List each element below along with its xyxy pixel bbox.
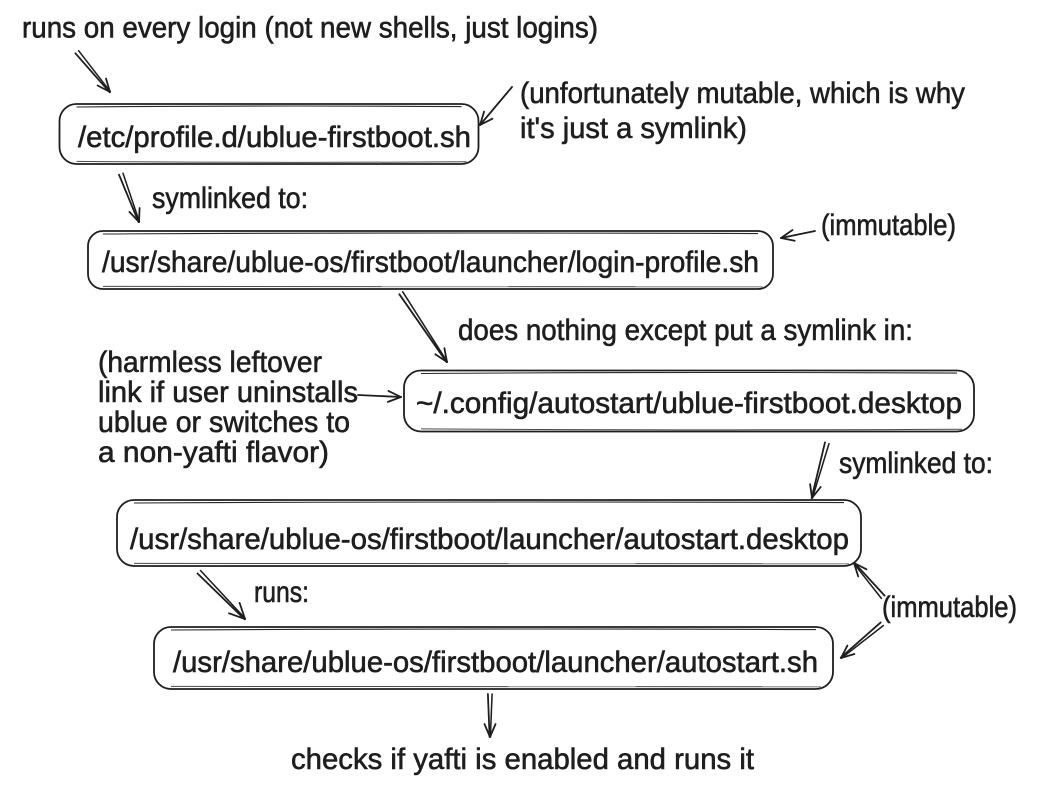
svg-text:does nothing except put a syml: does nothing except put a symlink in: <box>458 314 913 347</box>
svg-text:symlinked to:: symlinked to: <box>152 182 308 215</box>
svg-text:ublue or switches to: ublue or switches to <box>98 406 350 439</box>
svg-text:/usr/share/ublue-os/firstboot/: /usr/share/ublue-os/firstboot/launcher/a… <box>130 523 849 556</box>
svg-text:/usr/share/ublue-os/firstboot/: /usr/share/ublue-os/firstboot/launcher/l… <box>102 246 759 279</box>
svg-text:symlinked to:: symlinked to: <box>839 447 993 480</box>
svg-text:/usr/share/ublue-os/firstboot/: /usr/share/ublue-os/firstboot/launcher/a… <box>173 646 818 679</box>
svg-text:(unfortunately mutable, which: (unfortunately mutable, which is why <box>520 77 965 110</box>
svg-text:it's just a symlink): it's just a symlink) <box>520 112 747 145</box>
svg-text:a non-yafti flavor): a non-yafti flavor) <box>98 436 329 469</box>
svg-text:/etc/profile.d/ublue-firstboot: /etc/profile.d/ublue-firstboot.sh <box>78 121 471 154</box>
svg-text:runs on every login (not new s: runs on every login (not new shells, jus… <box>22 12 598 45</box>
svg-text:(immutable): (immutable) <box>821 209 956 242</box>
svg-text:(immutable): (immutable) <box>882 591 1017 624</box>
svg-text:runs:: runs: <box>254 576 309 609</box>
svg-text:~/.config/autostart/ublue-firs: ~/.config/autostart/ublue-firstboot.desk… <box>416 387 962 420</box>
svg-text:(harmless leftover: (harmless leftover <box>98 346 322 379</box>
svg-text:link if user uninstalls: link if user uninstalls <box>98 376 358 409</box>
svg-text:checks if yafti is enabled and: checks if yafti is enabled and runs it <box>291 743 754 776</box>
